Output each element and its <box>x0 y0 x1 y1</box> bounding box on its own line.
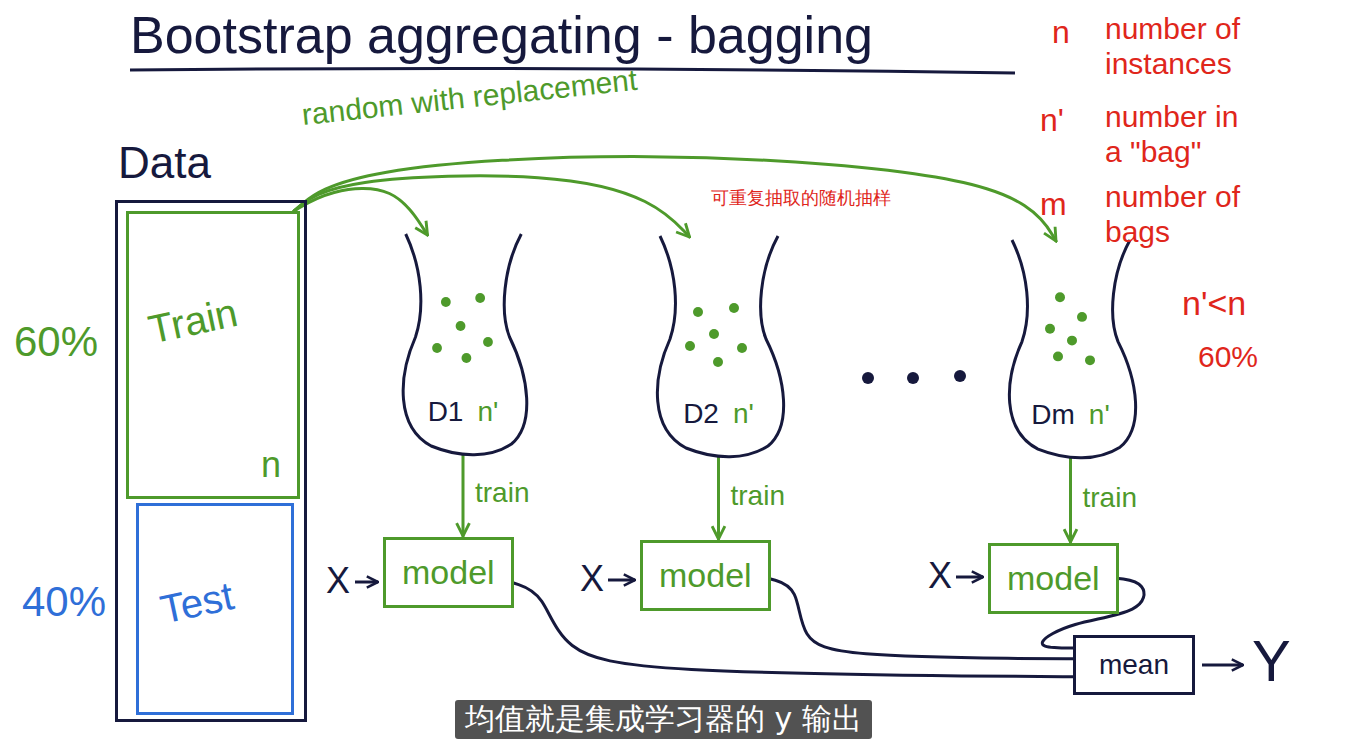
split-percent: 40% <box>22 578 106 626</box>
symbol: n <box>1052 14 1070 51</box>
sampling-note: random with replacement <box>300 63 639 133</box>
model-box: model <box>383 537 514 608</box>
model-label: model <box>659 555 752 596</box>
bag-name: D1 <box>428 395 464 429</box>
input-x: X <box>326 560 350 601</box>
train-label: Train <box>144 288 242 354</box>
bag-name: D2 <box>683 397 719 431</box>
connector <box>294 176 690 237</box>
bag-text-row: Dm n' <box>998 398 1143 432</box>
bag-size: n' <box>477 395 498 429</box>
connector <box>1069 458 1072 542</box>
definition: number of instances <box>1105 12 1320 81</box>
connector <box>294 188 428 235</box>
data-box: DataTrainnTest <box>115 200 307 722</box>
output-arrow <box>1202 664 1243 667</box>
sample-dot <box>693 307 703 317</box>
sample-dot <box>737 343 747 353</box>
ellipsis-dot <box>907 372 919 384</box>
sample-dot <box>1055 292 1065 302</box>
sample-dot <box>462 353 472 363</box>
ellipsis-dot <box>862 372 874 384</box>
bag-vase: D1 n' <box>392 232 534 457</box>
bag-size: n' <box>1089 398 1110 432</box>
bag-vase: Dm n' <box>998 238 1143 460</box>
connector <box>294 157 1056 241</box>
mean-label: mean <box>1096 648 1172 682</box>
edge-label: train <box>1083 482 1137 514</box>
sample-dot <box>713 357 723 367</box>
data-heading: Data <box>118 137 211 190</box>
bag-size: n' <box>733 397 754 431</box>
vase-path <box>403 234 527 455</box>
bag-vase: D2 n' <box>646 234 791 459</box>
input-arrow <box>956 576 983 579</box>
connector <box>462 455 465 536</box>
symbol: m <box>1040 186 1067 223</box>
sample-dot <box>709 329 719 339</box>
bag-text-row: D2 n' <box>646 397 791 431</box>
input-arrow <box>355 581 378 584</box>
sample-dot <box>456 321 466 331</box>
sample-dot <box>1045 324 1055 334</box>
sample-dot <box>685 341 695 351</box>
relation: n'<n <box>1182 284 1246 323</box>
connector <box>717 457 720 539</box>
definition: number in a "bag" <box>1105 100 1255 169</box>
ellipsis-dot <box>954 370 966 382</box>
vase-path <box>657 236 783 457</box>
model-label: model <box>1007 558 1100 599</box>
input-x: X <box>580 558 604 599</box>
edge-label: train <box>731 480 785 512</box>
train-box: Train n <box>126 211 300 499</box>
model-box: model <box>640 540 771 611</box>
sample-dot <box>1085 355 1095 365</box>
edge-label: train <box>475 477 529 509</box>
definition: number of bags <box>1105 180 1275 249</box>
sampling-note-zh: 可重复抽取的随机抽样 <box>708 188 894 209</box>
output-y: Y <box>1252 628 1291 695</box>
vase-path <box>1009 240 1135 458</box>
sample-dot <box>441 297 451 307</box>
test-box: Test <box>136 503 294 715</box>
mean-box: mean <box>1073 635 1195 695</box>
sample-dot <box>1077 312 1087 322</box>
model-label: model <box>402 552 495 593</box>
test-label: Test <box>156 571 238 633</box>
percent-note: 60% <box>1198 340 1258 375</box>
instance-count: n <box>261 443 281 486</box>
sample-dot <box>483 337 493 347</box>
sample-dot <box>432 343 442 353</box>
split-percent: 60% <box>14 318 98 366</box>
sample-dot <box>1067 336 1077 346</box>
symbol: n' <box>1040 102 1064 139</box>
bag-name: Dm <box>1031 398 1075 432</box>
subtitle-caption: 均值就是集成学习器的 y 输出 <box>455 700 872 739</box>
input-x: X <box>928 555 952 596</box>
model-box: model <box>988 543 1119 614</box>
title: Bootstrap aggregating - bagging <box>130 6 873 66</box>
bag-text-row: D1 n' <box>392 395 534 429</box>
sample-dot <box>1053 351 1063 361</box>
input-arrow <box>608 579 635 582</box>
sample-dot <box>475 293 485 303</box>
sample-dot <box>729 303 739 313</box>
